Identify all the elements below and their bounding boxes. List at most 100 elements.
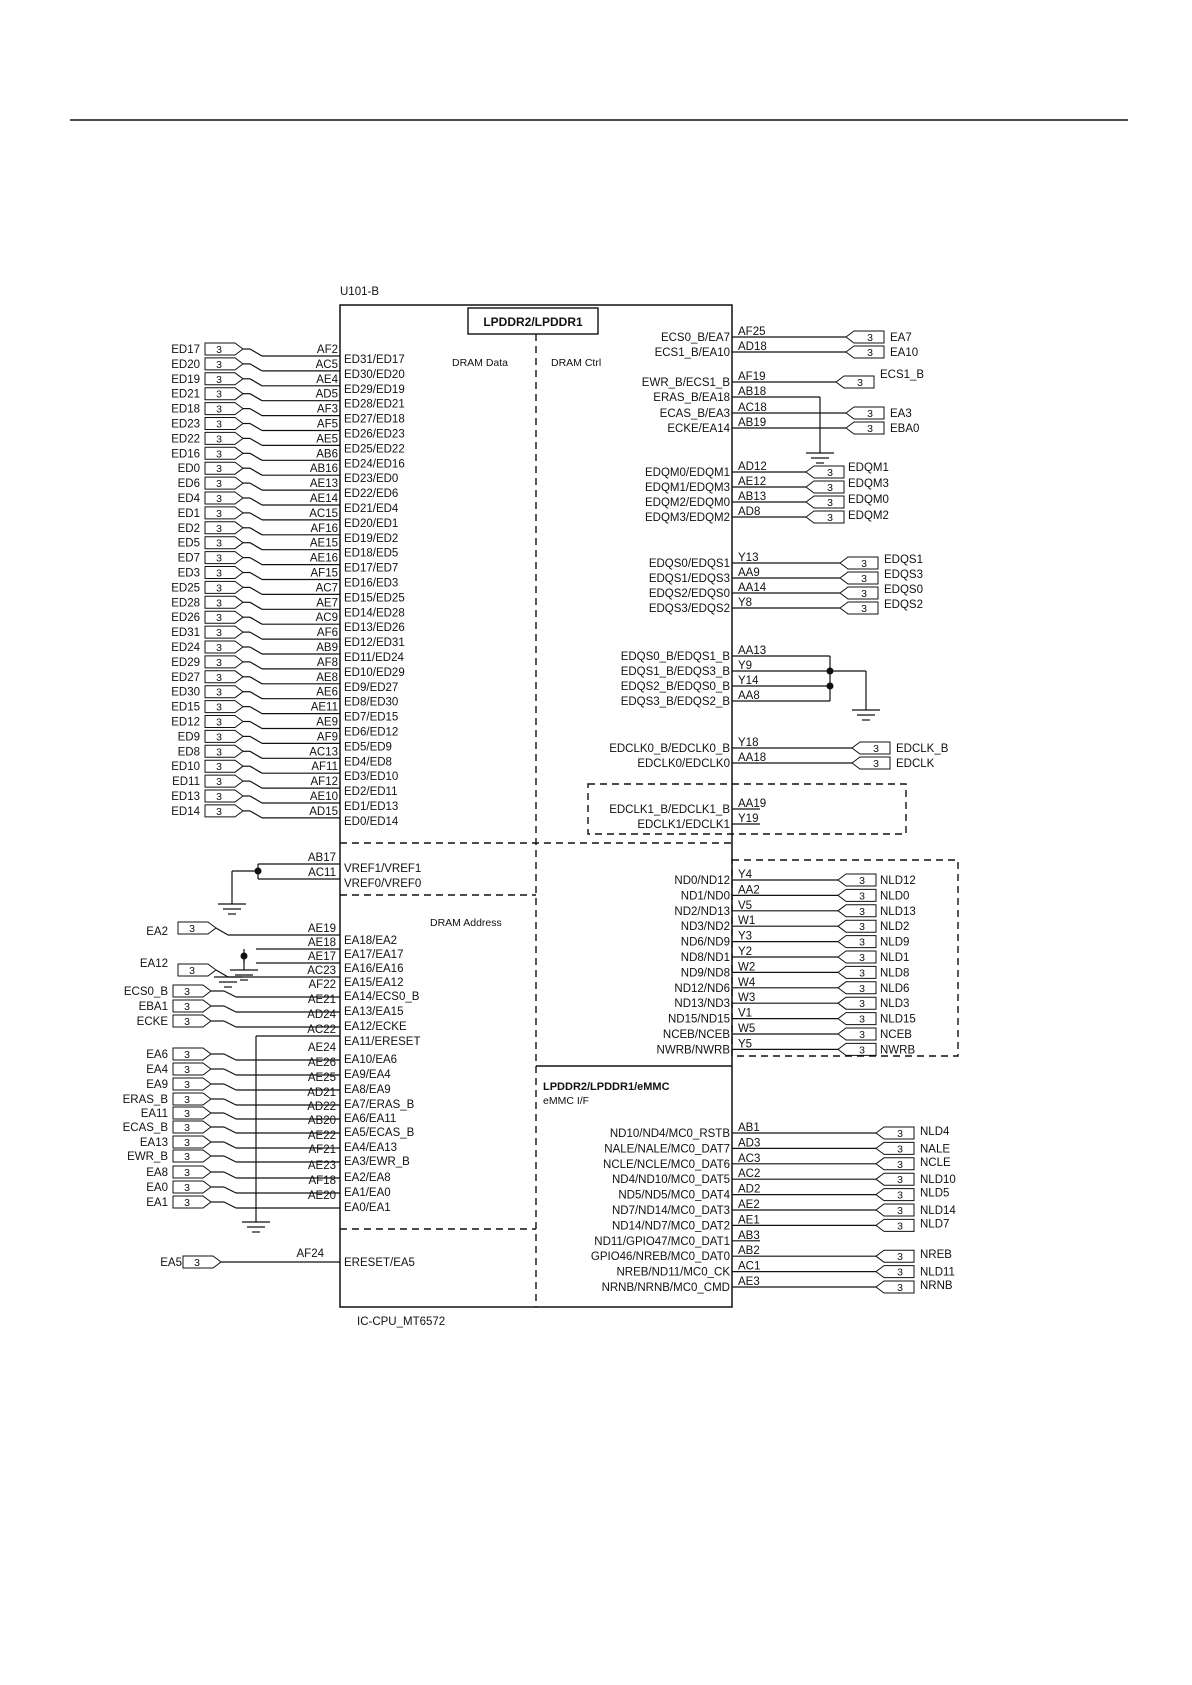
pin-func-8: ED23/ED0	[344, 473, 398, 485]
dqm-pad-1: AE12	[738, 476, 766, 488]
nd-net-2: NLD13	[880, 906, 916, 918]
addr-pin-8-tag-digit: 3	[184, 1049, 190, 1061]
nd-pin-2-tag	[837, 904, 877, 918]
nd-pad-4: Y3	[738, 931, 752, 943]
clk-pin-1-tag	[851, 756, 891, 770]
addr-pad-2: AE17	[308, 951, 336, 963]
data-pin-11-tag	[204, 506, 244, 520]
data-pin-30-tag-digit: 3	[216, 791, 222, 803]
dqs-net-3: EDQS2	[884, 599, 923, 611]
pad-label-ab16: AB16	[310, 463, 338, 475]
wire	[249, 780, 263, 789]
pad-label-ae13: AE13	[310, 478, 338, 490]
addr-pin-14-tag-digit: 3	[184, 1137, 190, 1149]
ctrl-pad-5: AB19	[738, 417, 766, 429]
wire	[249, 393, 263, 402]
ctrl-func-4: ECAS_B/EA3	[660, 408, 730, 420]
clk-pin-1-tag-digit: 3	[873, 758, 879, 770]
nd-pin-4-tag-digit: 3	[859, 937, 865, 949]
dqm-func-1: EDQM1/EDQM3	[645, 482, 730, 494]
pad-label-ac13: AC13	[309, 746, 338, 758]
data-pin-25-tag-digit: 3	[216, 717, 222, 729]
ctrl-pad-1: AD18	[738, 341, 767, 353]
data-pin-15-tag-digit: 3	[216, 568, 222, 580]
pad-label-ae4: AE4	[316, 374, 338, 386]
nd-func-0: ND0/ND12	[674, 875, 730, 887]
pad-label-ae10: AE10	[310, 791, 338, 803]
dqs-func-2: EDQS2/EDQS0	[649, 588, 730, 600]
emmc-func-10: NRNB/NRNB/MC0_CMD	[602, 1282, 730, 1294]
nd-pin-0-tag-digit: 3	[859, 875, 865, 887]
dqs-pin-2-tag	[839, 586, 879, 600]
addr-pin-15-tag-digit: 3	[184, 1151, 190, 1163]
emmc-pad-6: AE1	[738, 1214, 760, 1226]
data-pin-21-tag	[204, 655, 244, 669]
dqs-func-3: EDQS3/EDQS2	[649, 603, 730, 615]
section-emmc-sub: eMMC I/F	[543, 1095, 589, 1107]
net-label-ed6: ED6	[178, 478, 200, 490]
addr-pin-11-tag-digit: 3	[184, 1094, 190, 1106]
data-pin-31-tag-digit: 3	[216, 806, 222, 818]
section-dram-address: DRAM Address	[430, 917, 502, 929]
pad-label-af5: AF5	[317, 419, 338, 431]
wire	[249, 452, 263, 461]
addr-pad-7: AC22	[307, 1024, 336, 1036]
addr-pin-8-tag	[172, 1047, 212, 1061]
pad-label-ad5: AD5	[316, 389, 338, 401]
ctrl-net-5: EBA0	[890, 423, 919, 435]
addr-pin-15-tag	[172, 1149, 212, 1163]
emmc-pad-8: AB2	[738, 1245, 760, 1257]
wire	[215, 927, 229, 936]
addr-pin-6-tag-digit: 3	[184, 1016, 190, 1028]
nd-pin-9-tag-digit: 3	[859, 1014, 865, 1026]
data-pin-9-tag	[204, 476, 244, 490]
data-pin-6-tag-digit: 3	[216, 433, 222, 445]
data-pin-28-tag-digit: 3	[216, 761, 222, 773]
pin-func-17: ED14/ED28	[344, 607, 405, 619]
net-label-ed21: ED21	[171, 389, 200, 401]
nd-net-4: NLD9	[880, 937, 909, 949]
emmc-pin-5-tag-digit: 3	[897, 1205, 903, 1217]
addr-func-7: EA11/ERESET	[344, 1036, 421, 1048]
addr-pin-12-tag-digit: 3	[184, 1108, 190, 1120]
emmc-net-3: NLD10	[920, 1174, 956, 1186]
wire	[249, 646, 263, 655]
net-label-ed5: ED5	[178, 538, 200, 550]
pin-func-25: ED6/ED12	[344, 727, 398, 739]
data-pin-12-tag-digit: 3	[216, 523, 222, 535]
emmc-pin-4-tag	[875, 1188, 915, 1202]
pad-label-ae9: AE9	[316, 717, 338, 729]
wire	[249, 586, 263, 595]
wire	[223, 1005, 237, 1013]
pin-func-29: ED2/ED11	[344, 786, 397, 798]
data-pin-3-tag-digit: 3	[216, 389, 222, 401]
pad-label-af12: AF12	[311, 776, 339, 788]
wire	[249, 557, 263, 566]
wire	[223, 1053, 237, 1061]
nd-pad-8: W3	[738, 992, 755, 1004]
dqm-pad-0: AD12	[738, 461, 767, 473]
wire	[249, 661, 263, 670]
dqs-func-0: EDQS0/EDQS1	[649, 558, 730, 570]
addr-net-13: ECAS_B	[123, 1122, 169, 1134]
wire	[249, 378, 263, 387]
ctrl-pin-0-tag	[845, 330, 885, 344]
data-pin-3-tag	[204, 387, 244, 401]
data-pin-12-tag	[204, 521, 244, 535]
dqm-net-1: EDQM3	[848, 478, 889, 490]
emmc-pin-3-tag	[875, 1172, 915, 1186]
emmc-pin-8-tag	[875, 1249, 915, 1263]
data-pin-4-tag-digit: 3	[216, 404, 222, 416]
dqm-net-0: EDQM1	[848, 462, 889, 474]
ereset-pin-tag-digit: 3	[194, 1257, 200, 1269]
wire	[249, 765, 263, 774]
nd-func-4: ND6/ND9	[681, 937, 730, 949]
data-pin-28-tag	[204, 759, 244, 773]
nand-dashed-box	[731, 859, 959, 1057]
data-pin-9-tag-digit: 3	[216, 478, 222, 490]
addr-net-12: EA11	[141, 1108, 168, 1120]
addr-net-18: EA1	[146, 1197, 168, 1209]
addr-func-18: EA0/EA1	[344, 1202, 391, 1214]
